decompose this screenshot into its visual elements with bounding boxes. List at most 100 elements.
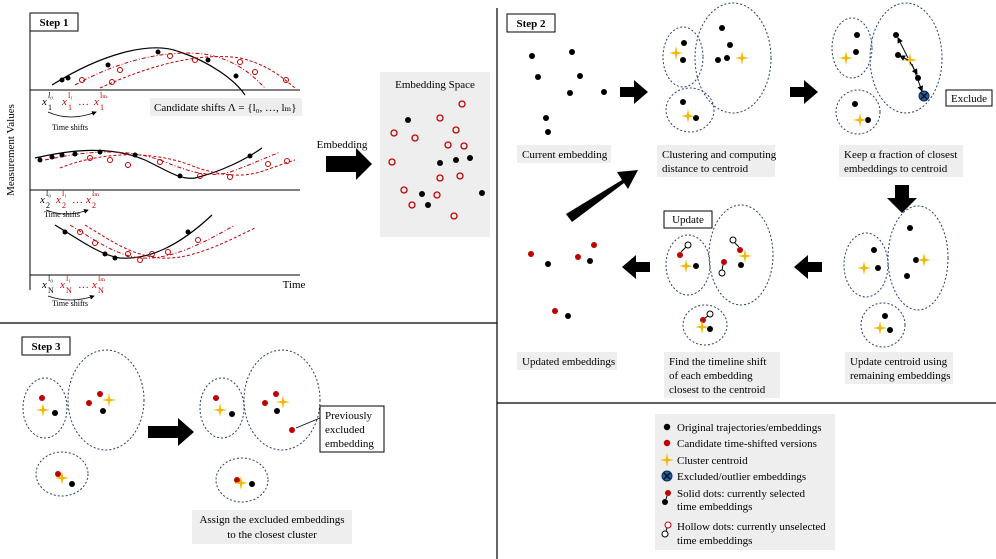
svg-text:x: x: [59, 279, 65, 291]
centroid-star-icon: [36, 403, 50, 417]
hollow-dots-icon: [661, 521, 672, 538]
cluster-ellipse: [869, 2, 943, 114]
current-embedding-box: [517, 145, 611, 163]
centroid-star-icon: [853, 113, 867, 127]
series1-points: [59, 49, 289, 85]
cluster-ellipse: [665, 87, 715, 133]
find-shift-label-1: Find the timeline shift: [669, 356, 766, 368]
excluded-marker-icon: [661, 470, 673, 482]
excluded-marker-icon: [918, 90, 930, 102]
legend-item-3: Cluster centroid: [677, 455, 748, 467]
svg-text:1: 1: [68, 103, 72, 112]
series2-original: [34, 147, 263, 179]
find-shift-label-3: closest to the centroid: [669, 384, 766, 396]
clustering-box: [657, 145, 775, 177]
embedding-arrow: [326, 148, 372, 180]
legend-item-2: Candidate time-shifted versions: [677, 438, 817, 450]
series3-original: [54, 214, 213, 259]
centroid-star-icon: [735, 51, 749, 65]
solid-dots-icon: [662, 490, 671, 505]
centroid-star-icon: [102, 393, 116, 407]
update-centroid-group: [843, 205, 949, 348]
arrow-left-2: [622, 255, 650, 279]
arrow-diagonal-up: [566, 170, 638, 222]
cluster-ellipse: [694, 2, 772, 114]
cluster-ellipse: [887, 205, 949, 311]
step3-title-box: [21, 336, 71, 356]
step3-before: [22, 349, 145, 497]
updated-embeddings-points: [528, 242, 597, 319]
cluster-ellipse: [22, 377, 68, 439]
update-label: Update: [672, 214, 704, 226]
update-centroid-label-2: remaining embeddings: [850, 370, 951, 382]
svg-text:x: x: [55, 194, 61, 206]
cluster-ellipse: [662, 26, 704, 88]
embedding-arrow-label: Embedding: [317, 139, 368, 151]
update-centroid-box: [845, 352, 953, 384]
keep-label-2: embeddings to centroid: [844, 163, 948, 175]
svg-text:Time shifts: Time shifts: [52, 123, 88, 132]
legend-box: [655, 414, 835, 550]
centroid-star-icon: [276, 395, 290, 409]
step3-arrow: [148, 418, 194, 446]
cluster-ellipse: [243, 349, 321, 451]
exclude-box: [945, 89, 993, 107]
svg-text:x: x: [93, 96, 99, 108]
cluster-ellipse: [860, 302, 906, 348]
black-dot-icon: [663, 423, 671, 431]
step1-panel: Step 1 Measurement Values Time x l₀ 1 x …: [5, 12, 490, 308]
svg-text:lₘ: lₘ: [98, 274, 105, 283]
find-shift-box: [664, 352, 780, 398]
svg-text:…: …: [78, 279, 89, 291]
series2-shift-b: [59, 154, 296, 176]
step2-title-box: [506, 13, 556, 33]
series2-points: [37, 149, 290, 180]
svg-text:1: 1: [100, 103, 104, 112]
centroid-star-icon: [873, 321, 887, 335]
legend: Original trajectories/embeddings Candida…: [655, 414, 835, 550]
centroid-star-icon: [903, 53, 917, 67]
svg-text:2: 2: [46, 201, 50, 210]
updated-embeddings-box: [517, 352, 617, 370]
svg-text:…: …: [72, 194, 83, 206]
cluster-ellipse: [199, 377, 245, 439]
updated-embeddings-label: Updated embeddings: [522, 356, 615, 368]
clustering-label-1: Clustering and computing: [662, 149, 777, 161]
centroid-star-icon: [679, 259, 693, 273]
cluster-ellipse: [682, 304, 728, 346]
svg-text:x: x: [85, 194, 91, 206]
clustering-group: [662, 2, 772, 133]
centroid-star-icon: [695, 320, 709, 334]
cluster-ellipse: [835, 89, 881, 135]
cluster-ellipse: [831, 17, 873, 79]
current-embedding-points: [529, 49, 607, 135]
keep-box: [839, 145, 963, 177]
svg-text:Time shifts: Time shifts: [44, 210, 80, 219]
centroid-star-icon: [917, 253, 931, 267]
cluster-ellipse: [35, 451, 89, 497]
arrow-to-clustering: [620, 80, 648, 104]
prev-excluded-box: [319, 405, 385, 453]
legend-item-1: Original trajectories/embeddings: [677, 422, 821, 434]
current-embedding-label: Current embedding: [522, 149, 608, 161]
svg-text:x: x: [41, 96, 47, 108]
svg-text:l₀: l₀: [46, 189, 51, 198]
keep-group: [831, 2, 943, 135]
series3-notation: x l₀ N x l₁ N … x lₘ N Time shifts: [41, 274, 105, 308]
series3-points: [62, 229, 201, 263]
step1-title-box: [29, 12, 79, 32]
legend-item-6: time embeddings: [677, 501, 752, 513]
svg-text:x: x: [91, 279, 97, 291]
prev-excluded-label-2: excluded: [325, 424, 365, 436]
series2-notation: x l₀ 2 x l₁ 2 … x lₘ 2 Time shifts: [39, 189, 99, 219]
find-shift-label-2: of each embedding: [669, 370, 753, 382]
centroid-star-icon: [213, 403, 227, 417]
step3-after: [199, 349, 321, 503]
svg-text:N: N: [66, 286, 72, 295]
step1-title: Step 1: [39, 17, 68, 29]
candidate-shifts-box: [150, 98, 302, 116]
svg-text:x: x: [61, 96, 67, 108]
candidate-shifts-label: Candidate shifts Λ = {l₀, …, lₘ}: [154, 102, 297, 114]
arrow-down: [887, 185, 917, 213]
assign-label-2: to the closest cluster: [227, 529, 317, 541]
